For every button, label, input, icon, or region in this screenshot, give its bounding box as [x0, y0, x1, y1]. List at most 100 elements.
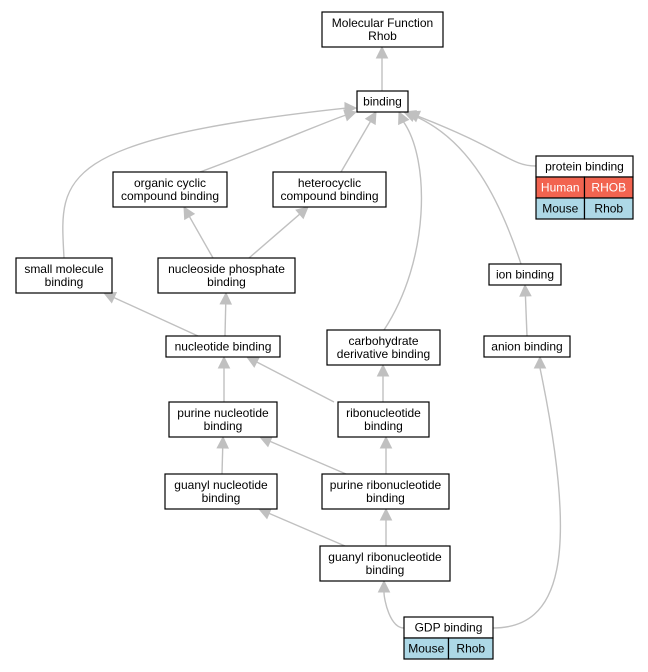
node-label: Molecular Function: [332, 16, 433, 30]
node-box: [356, 90, 409, 113]
node-box: [488, 263, 562, 286]
edge-line: [492, 367, 562, 629]
node-label: ion binding: [496, 268, 554, 282]
arrowhead: [258, 435, 274, 448]
species-label: Mouse: [408, 642, 444, 656]
arrowhead: [344, 101, 358, 115]
node-label: ribonucleotide: [346, 406, 421, 420]
node-binding[interactable]: binding: [356, 90, 409, 113]
node-anion[interactable]: anion binding: [483, 335, 571, 358]
edge-ion-to-binding: [402, 110, 522, 265]
edge-line: [383, 121, 423, 331]
node-box: [112, 171, 228, 208]
node-label: GDP binding: [415, 621, 483, 635]
arrowhead: [377, 579, 391, 593]
node-label: binding: [45, 275, 84, 289]
edge-line: [269, 440, 347, 475]
node-box: [157, 257, 296, 294]
edge-line: [224, 303, 227, 337]
arrowhead: [376, 363, 390, 377]
arrowhead: [375, 45, 389, 59]
gene-cell: [447, 637, 494, 660]
node-label: binding: [207, 275, 246, 289]
species-label: Human: [541, 181, 580, 195]
arrowhead: [402, 110, 417, 122]
node-box: [321, 11, 444, 48]
node-label: purine ribonucleotide: [330, 478, 442, 492]
edge-hetero-to-binding: [340, 111, 377, 173]
node-box: [168, 401, 278, 438]
node-label: binding: [366, 563, 405, 577]
node-nucleotide[interactable]: nucleotide binding: [165, 335, 281, 358]
arrowhead: [398, 110, 410, 126]
edge-nucleotide-to-small: [102, 292, 199, 337]
edge-guanylribo-to-purineribo: [379, 507, 393, 546]
node-label: heterocyclic: [298, 176, 361, 190]
edge-line: [340, 121, 372, 173]
node-box: [165, 335, 281, 358]
edge-carb-to-binding: [383, 110, 423, 331]
node-label: carbohydrate: [348, 334, 418, 348]
node-box: [337, 401, 430, 438]
gene-label: Rhob: [594, 202, 623, 216]
node-label: Rhob: [368, 29, 397, 43]
edge-line: [221, 447, 224, 475]
edge-nucphos-to-hetero: [248, 206, 309, 259]
edge-line: [188, 216, 214, 259]
node-ion[interactable]: ion binding: [488, 263, 562, 286]
arrowhead: [217, 355, 231, 369]
edge-protein-to-binding: [406, 110, 537, 167]
edge-line: [383, 591, 405, 629]
edge-purineribo-to-purinenuc: [258, 435, 347, 475]
arrowhead: [379, 507, 393, 521]
node-label: compound binding: [280, 189, 378, 203]
node-label: nucleotide binding: [175, 340, 272, 354]
node-box: [15, 257, 113, 294]
node-label: compound binding: [121, 189, 219, 203]
edge-ocyclic-to-binding: [199, 109, 358, 173]
edge-gdp-to-anion: [492, 355, 562, 629]
edge-purineribo-to-ribonuc: [379, 435, 393, 474]
node-box: [326, 329, 441, 366]
arrowhead: [379, 435, 393, 449]
node-label: purine nucleotide: [177, 406, 269, 420]
edge-nucleotide-to-nucphos: [219, 291, 233, 337]
arrowhead: [295, 206, 309, 220]
arrowhead: [533, 355, 547, 369]
node-box: [319, 545, 451, 582]
arrowhead: [364, 111, 377, 126]
node-box: [483, 335, 571, 358]
edge-line: [113, 296, 199, 337]
annotation-row-human: Human RHOB: [535, 176, 634, 199]
edge-line: [417, 115, 537, 167]
node-label: binding: [364, 419, 403, 433]
node-label: guanyl nucleotide: [174, 478, 268, 492]
edge-binding-to-mf: [375, 45, 389, 91]
node-label: binding: [204, 419, 243, 433]
node-box: [321, 473, 450, 510]
arrowhead: [519, 283, 532, 297]
node-label: binding: [363, 95, 402, 109]
node-label: nucleoside phosphate: [168, 262, 285, 276]
node-label: small molecule: [24, 262, 104, 276]
node-label: derivative binding: [337, 347, 430, 361]
gene-label: RHOB: [591, 181, 626, 195]
arrowhead: [216, 435, 229, 449]
edge-line: [62, 107, 346, 259]
